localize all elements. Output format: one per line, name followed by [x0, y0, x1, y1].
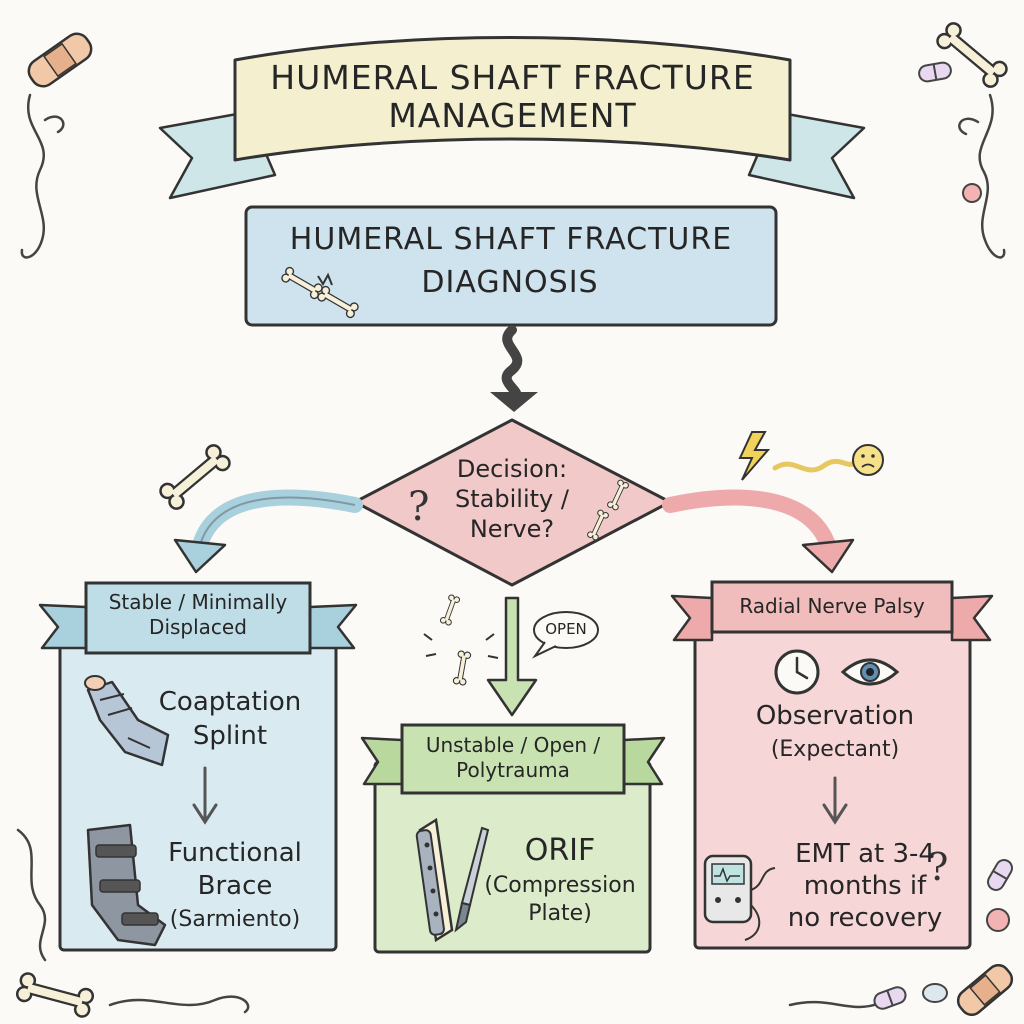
title-ribbon [158, 36, 866, 200]
left-panel-banner [38, 581, 358, 655]
step-arrow [822, 776, 848, 825]
down-arrow [490, 325, 538, 412]
title-line-1: HUMERAL SHAFT FRACTURE [270, 58, 755, 97]
middle-header-line-1: Unstable / Open / [425, 733, 601, 757]
pill-icon [916, 60, 954, 84]
step-arrow [192, 766, 218, 825]
diagnosis-line-2: DIAGNOSIS [421, 265, 599, 300]
title-line-2: MANAGEMENT [388, 96, 637, 135]
pill-icon [986, 908, 1010, 932]
stimulator-icon [703, 854, 776, 941]
bone-icon [14, 970, 96, 1020]
right-step2-line-2: months if [803, 871, 927, 901]
decision-diamond [353, 418, 672, 587]
right-panel-banner [670, 580, 994, 642]
diagnosis-line-1: HUMERAL SHAFT FRACTURE [289, 222, 733, 257]
open-bubble-label: OPEN [545, 620, 587, 638]
question-icon: ? [928, 845, 948, 889]
middle-main: ORIF [524, 833, 596, 868]
right-step1-line-2: (Expectant) [770, 737, 900, 762]
pill-icon [984, 856, 1016, 894]
nerve-icon [772, 444, 884, 476]
decision-line-3: Nerve? [469, 515, 555, 543]
bandage-icon [27, 32, 93, 88]
middle-branch-arrow [486, 596, 538, 717]
scalpel-icon [454, 826, 490, 933]
pill-icon [922, 983, 948, 1003]
pill-icon [962, 183, 982, 203]
middle-sub-line-2: Plate) [528, 901, 592, 926]
lightning-icon [738, 431, 771, 481]
broken-bone-icon [423, 593, 499, 687]
open-bubble [531, 611, 599, 659]
left-step1-line-2: Splint [192, 721, 268, 751]
right-step2-line-3: no recovery [787, 903, 943, 933]
plate-icon [415, 817, 454, 943]
diagnosis-box [244, 205, 778, 327]
right-header: Radial Nerve Palsy [739, 594, 925, 618]
bandage-icon [956, 964, 1014, 1016]
right-branch-arrow [662, 489, 855, 574]
left-branch-arrow [173, 489, 363, 574]
left-header-line-2: Displaced [149, 615, 247, 639]
left-step2-line-3: (Sarmiento) [169, 907, 301, 932]
right-step1-line-1: Observation [755, 701, 915, 731]
decision-line-2: Stability / [455, 485, 569, 513]
clock-icon [774, 649, 820, 695]
left-header-line-1: Stable / Minimally [108, 590, 288, 614]
right-step2-line-1: EMT at 3-4 [795, 839, 935, 869]
question-icon: ? [408, 484, 429, 530]
pill-icon [871, 984, 909, 1012]
splint-icon [84, 675, 170, 767]
left-step2-line-1: Functional [168, 838, 302, 868]
bone-icon [933, 19, 1011, 91]
broken-bone-icon [279, 265, 361, 320]
swirl-ornament-icon [16, 93, 1006, 1014]
eye-icon [840, 658, 900, 686]
middle-sub-line-1: (Compression [484, 873, 636, 898]
brace-icon [86, 823, 167, 947]
middle-panel-banner [360, 723, 666, 795]
left-step2-line-2: Brace [197, 871, 273, 901]
left-step1-line-1: Coaptation [158, 687, 302, 717]
bone-icon [156, 441, 234, 513]
decision-line-1: Decision: [456, 455, 568, 483]
middle-header-line-2: Polytrauma [456, 758, 570, 782]
